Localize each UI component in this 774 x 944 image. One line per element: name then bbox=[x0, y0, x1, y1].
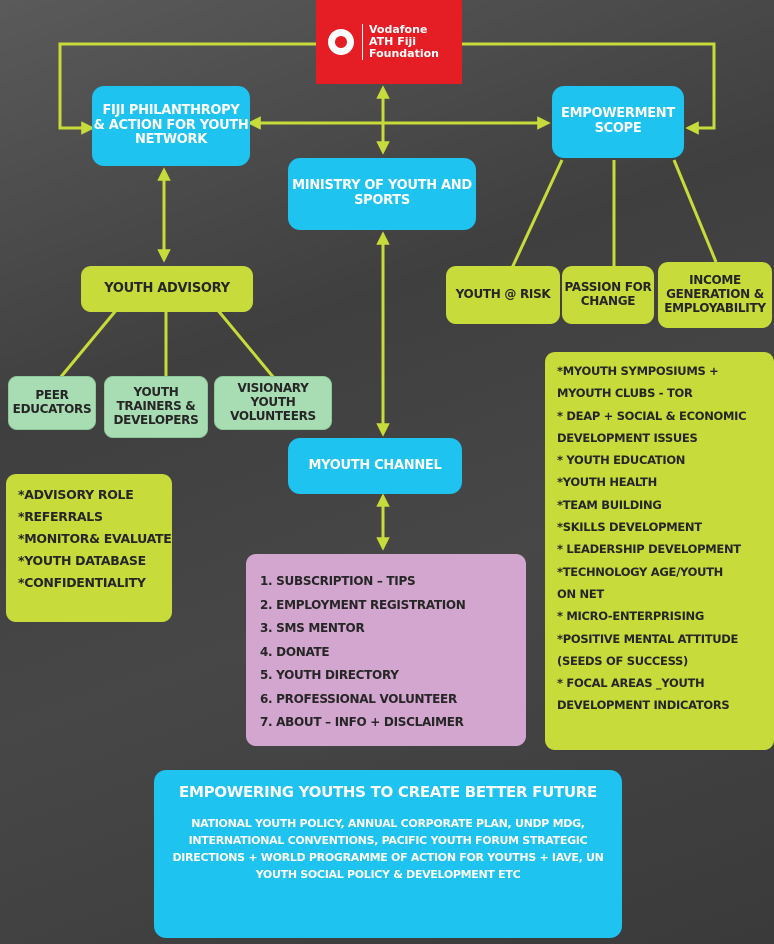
list-item: 1. Subscription – Tips bbox=[260, 574, 416, 588]
advisory-role-list: *Advisory Role *Referrals *Monitor& Eval… bbox=[6, 474, 172, 622]
empowerment-scope-list: *mYouth Symposiums + mYouth Clubs - TOR … bbox=[545, 352, 774, 750]
list-item: *Team Building bbox=[557, 497, 662, 512]
vodafone-speechmark-icon bbox=[328, 29, 354, 55]
list-item: *Monitor& Evaluate bbox=[18, 531, 172, 546]
logo-line-3: Foundation bbox=[369, 47, 440, 60]
list-item: on Net bbox=[557, 586, 604, 601]
list-item: * Youth Education bbox=[557, 453, 686, 468]
list-item: 4. Donate bbox=[260, 644, 330, 659]
connector-advisory-peer bbox=[58, 307, 120, 379]
list-item: 5. Youth Directory bbox=[260, 668, 399, 682]
list-item: mYouth Clubs - TOR bbox=[557, 386, 693, 401]
node-visionary-volunteers: Visionary Youth Volunteers bbox=[214, 376, 332, 430]
connector-empowerment-risk bbox=[510, 159, 564, 269]
list-item: 2. Employment Registration bbox=[260, 597, 466, 612]
list-item: *Advisory Role bbox=[18, 487, 134, 502]
node-youth-at-risk: Youth @ Risk bbox=[446, 266, 560, 324]
node-peer-educators: Peer Educators bbox=[8, 376, 96, 430]
node-passion-for-change: Passion for Change bbox=[562, 266, 654, 324]
vodafone-foundation-logo: Vodafone ATH Fiji Foundation bbox=[316, 0, 462, 84]
node-fpayn: Fiji Philanthropy & Action for Youth Net… bbox=[92, 86, 250, 166]
list-item: Development Indicators bbox=[557, 698, 730, 713]
list-item: * DEAP + Social & Economic bbox=[557, 408, 747, 423]
node-youth-advisory: Youth Advisory bbox=[81, 266, 253, 312]
list-item: *Confidentiality bbox=[18, 575, 146, 590]
list-item: 3. SMS Mentor bbox=[260, 621, 365, 635]
list-item: Development Issues bbox=[557, 430, 698, 445]
node-youth-trainers: Youth Trainers & Developers bbox=[104, 376, 208, 438]
list-item: 6. Professional Volunteer bbox=[260, 691, 457, 706]
list-item: * Micro-Enterprising bbox=[557, 609, 705, 624]
list-item: *Skills Development bbox=[557, 520, 702, 535]
list-item: * Focal Areas _Youth bbox=[557, 676, 705, 691]
connector-logo-fpayn bbox=[58, 42, 316, 135]
list-item: *Positive Mental Attitude bbox=[557, 631, 739, 646]
myouth-channel-list: 1. Subscription – Tips 2. Employment Reg… bbox=[246, 554, 526, 746]
mission-heading: Empowering Youths to Create Better Futur… bbox=[179, 783, 597, 801]
list-item: *Technology Age/Youth bbox=[557, 564, 723, 579]
mission-banner: Empowering Youths to Create Better Futur… bbox=[154, 770, 622, 938]
list-item: * Leadership Development bbox=[557, 542, 741, 557]
logo-line-1: Vodafone bbox=[369, 23, 428, 36]
list-item: *mYouth Symposiums + bbox=[557, 364, 719, 378]
list-item: *Youth Health bbox=[557, 475, 657, 490]
node-ministry: Ministry of Youth and Sports bbox=[288, 158, 476, 230]
connector-advisory-visionary bbox=[214, 307, 276, 379]
connector-empowerment-income bbox=[672, 159, 718, 263]
mission-body: National Youth Policy, Annual Corporate … bbox=[172, 817, 604, 882]
list-item: *Referrals bbox=[18, 509, 103, 524]
logo-line-2: ATH Fiji bbox=[369, 35, 417, 48]
connector-logo-empowerment bbox=[462, 42, 716, 135]
list-item: 7. About – Info + Disclaimer bbox=[260, 715, 464, 729]
list-item: *Youth Database bbox=[18, 553, 146, 568]
node-income-generation: Income Generation & Employability bbox=[658, 262, 772, 328]
node-myouth-channel: mYouth Channel bbox=[288, 438, 462, 494]
node-empowerment-scope: Empowerment Scope bbox=[552, 86, 684, 158]
list-item: (Seeds of Success) bbox=[557, 653, 688, 668]
